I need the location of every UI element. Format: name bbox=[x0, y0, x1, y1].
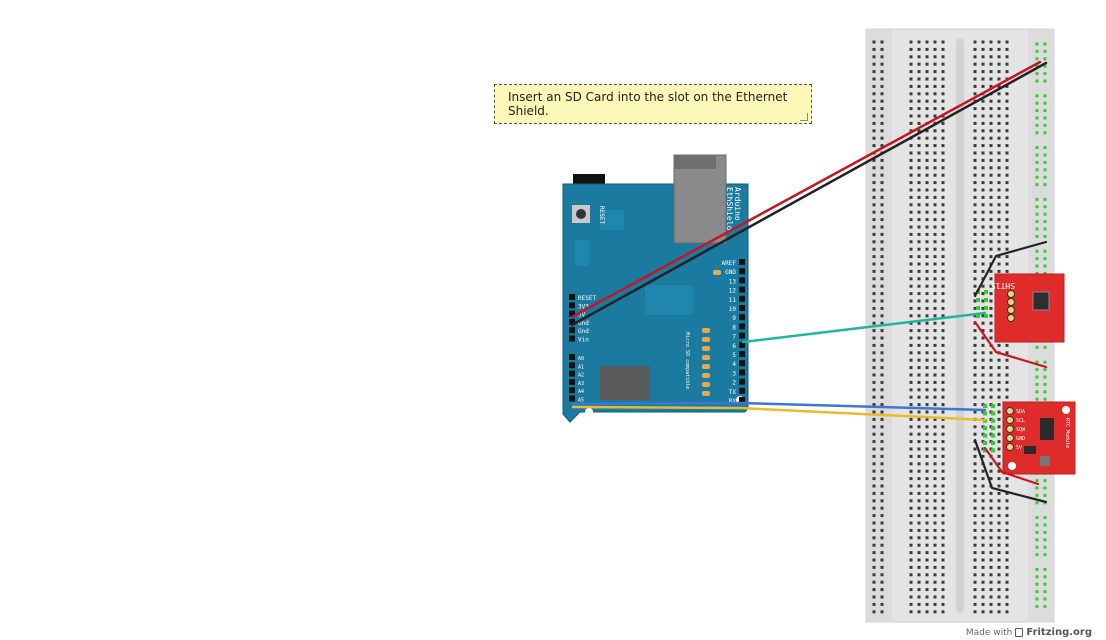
wire-yellow-scl[interactable] bbox=[571, 405, 987, 422]
wire-black-gnd[interactable] bbox=[570, 61, 1048, 327]
wire-black-sht15-gnd[interactable] bbox=[973, 240, 1048, 298]
rtc-pin-label: SCL bbox=[1016, 418, 1025, 424]
fritzing-logo-icon bbox=[1015, 628, 1024, 637]
power-pin-label: Gnd bbox=[578, 320, 589, 327]
arduino-header-pins bbox=[569, 259, 745, 403]
footer-credit: Made with Fritzing.org bbox=[966, 627, 1092, 638]
wire-teal-data[interactable] bbox=[741, 311, 987, 344]
made-with-text: Made with bbox=[965, 627, 1013, 638]
arduino-board-title: Arduino bbox=[733, 187, 742, 221]
wire-black-rtc-gnd[interactable] bbox=[973, 438, 1048, 504]
rtc-pin-label: 5V bbox=[1016, 445, 1022, 451]
digital-pin-label: RX bbox=[729, 398, 737, 405]
analog-pin-label: A4 bbox=[578, 389, 584, 395]
microcontroller-chip bbox=[600, 366, 650, 400]
digital-pin-label: 4 bbox=[732, 361, 736, 368]
wire-blue-sda[interactable] bbox=[571, 401, 987, 412]
power-pin-label: Vin bbox=[578, 337, 589, 344]
sht15-label: SHT15 bbox=[991, 281, 1015, 290]
sht15-sensor-module[interactable]: SHT15 bbox=[991, 273, 1065, 343]
micro-sd-label: Micro SD compatible bbox=[684, 332, 690, 389]
digital-pin-label: 5 bbox=[732, 352, 736, 359]
rtc-pin-label: GND bbox=[1016, 436, 1025, 442]
wires bbox=[570, 60, 1048, 504]
wire-red-rtc-vcc[interactable] bbox=[983, 446, 1040, 486]
rtc-pin-label: SQW bbox=[1016, 427, 1026, 433]
digital-pin-label: 10 bbox=[729, 306, 737, 313]
resize-grip-icon[interactable] bbox=[800, 113, 808, 121]
ethernet-jack bbox=[673, 154, 727, 244]
analog-pin-label: A1 bbox=[578, 364, 584, 370]
digital-pin-label: 2 bbox=[732, 380, 736, 387]
reset-label: RESET bbox=[598, 206, 605, 224]
digital-pin-label: 8 bbox=[732, 324, 736, 331]
arduino-ethernet-board[interactable]: Arduino EthShield RESET Micro SD compati… bbox=[562, 154, 749, 423]
power-pin-label: 3V3 bbox=[578, 303, 589, 310]
digital-pin-label: TX bbox=[729, 389, 737, 396]
wire-red-5v[interactable] bbox=[570, 60, 1042, 319]
arduino-board-subtitle: EthShield bbox=[725, 187, 734, 231]
digital-pin-label: 12 bbox=[729, 288, 737, 295]
digital-pin-label: 6 bbox=[732, 343, 736, 350]
fritzing-site-text: Fritzing.org bbox=[1026, 627, 1092, 638]
digital-pin-label: AREF bbox=[722, 260, 737, 267]
analog-pin-label: A3 bbox=[578, 381, 584, 387]
wire-red-sht15-vcc[interactable] bbox=[973, 320, 1048, 369]
power-pin-label: Gnd bbox=[578, 328, 589, 335]
analog-pin-label: A0 bbox=[578, 356, 584, 362]
arduino-status-leds bbox=[702, 270, 721, 396]
power-pin-label: 5V bbox=[578, 312, 586, 319]
digital-pin-label: 7 bbox=[732, 334, 736, 341]
breadboard-holes bbox=[872, 40, 1047, 614]
rtc-label: RTC Module bbox=[1064, 418, 1070, 448]
digital-pin-label: GND bbox=[725, 269, 736, 276]
analog-pin-label: A5 bbox=[578, 398, 584, 404]
instruction-note[interactable]: Insert an SD Card into the slot on the E… bbox=[494, 84, 812, 124]
power-pin-label: RESET bbox=[578, 295, 596, 302]
instruction-note-text: Insert an SD Card into the slot on the E… bbox=[508, 90, 788, 118]
digital-pin-label: 13 bbox=[729, 278, 737, 285]
analog-pin-label: A2 bbox=[578, 373, 584, 379]
rtc-module[interactable]: SDA SCL SQW GND 5V RTC Module bbox=[1002, 401, 1076, 475]
digital-pin-labels: AREF GND 13 12 11 10 9 8 7 6 5 4 3 2TX RX bbox=[722, 260, 737, 405]
digital-pin-label: 3 bbox=[732, 370, 736, 377]
digital-pin-label: 11 bbox=[729, 297, 737, 304]
digital-pin-label: 9 bbox=[732, 315, 736, 322]
rtc-pin-label: SDA bbox=[1016, 409, 1025, 415]
